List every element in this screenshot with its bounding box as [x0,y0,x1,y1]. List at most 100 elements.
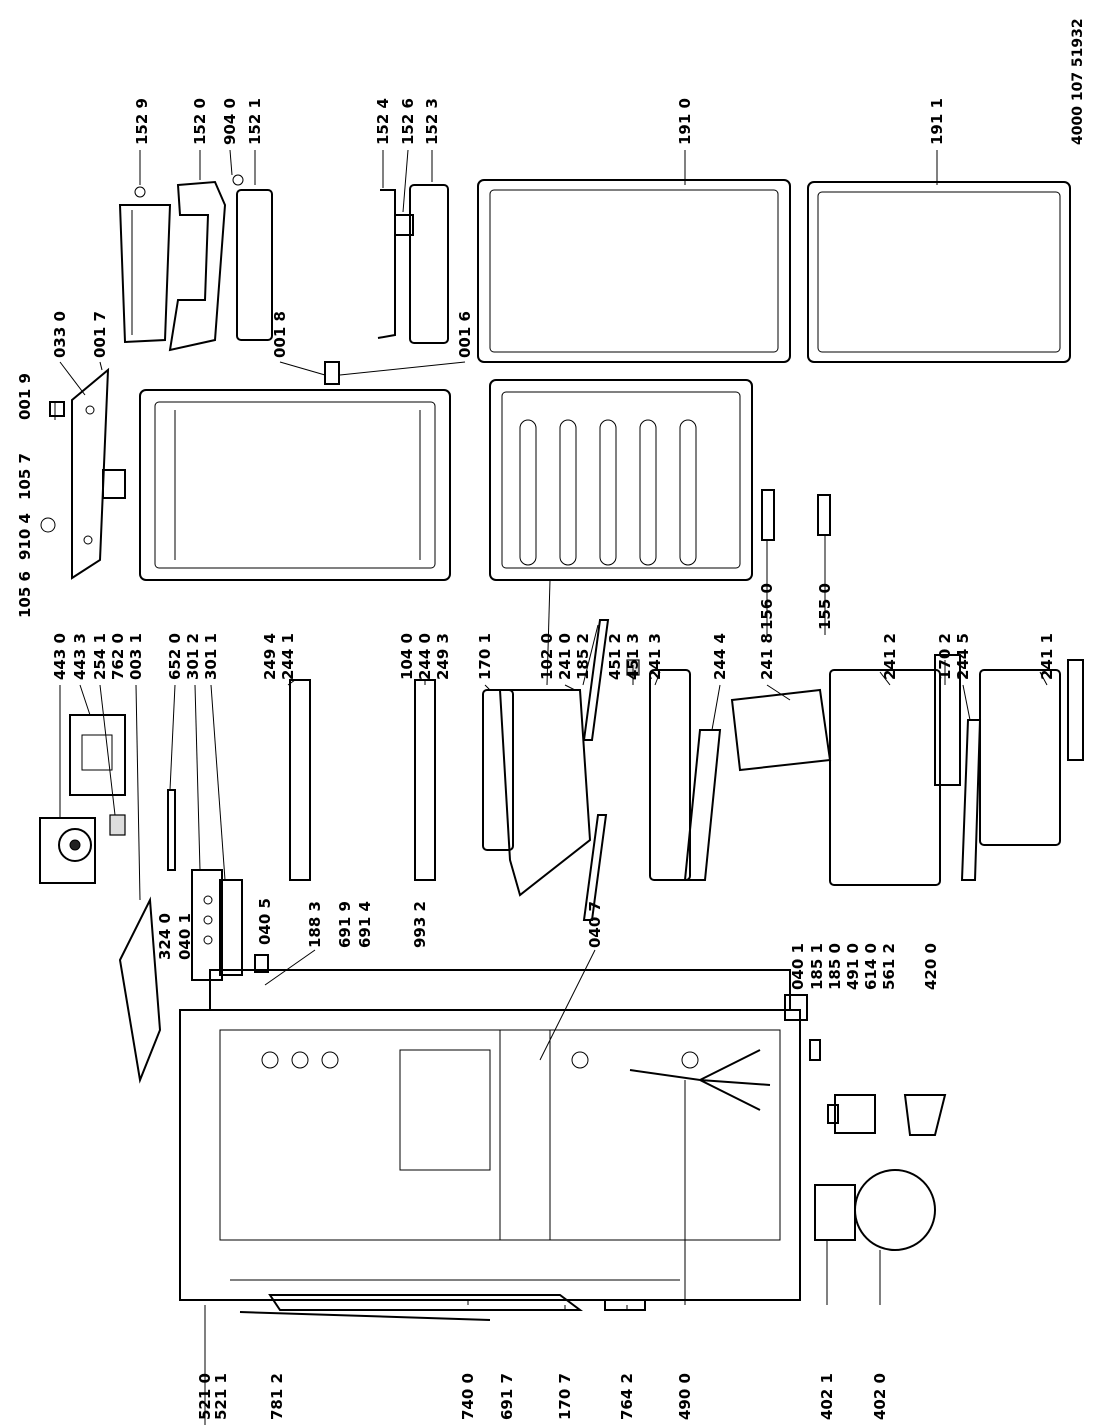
part-freezer-drawer-lower [979,669,1061,846]
part-glass-shelf-lower [414,679,436,881]
label-561-2: 561 2 [880,943,898,990]
label-691-9: 691 9 [336,901,354,948]
label-301-1: 301 1 [202,633,220,680]
label-301-2: 301 2 [184,633,202,680]
part-crisper-drawer-upper [482,689,592,897]
part-wire-rack [377,189,396,339]
part-door-hinge-upper [324,361,340,385]
part-compressor [854,1169,936,1251]
label-001-8: 001 8 [271,311,289,358]
leader-lines [54,149,1048,1425]
label-033-0: 033 0 [51,311,69,358]
part-drawer-rail-lower [582,814,608,921]
part-hinge-pin-lower [827,1104,839,1124]
label-443-0: 443 0 [51,633,69,680]
label-402-0: 402 0 [871,1373,889,1420]
label-170-7: 170 7 [556,1373,574,1420]
part-door-stop-lower [817,494,831,536]
label-040-7: 040 7 [586,901,604,948]
label-244-5: 244 5 [954,633,972,680]
label-170-2: 170 2 [936,633,954,680]
part-door-gasket-upper [477,179,791,363]
label-152-1: 152 1 [246,98,264,145]
label-105-7: 105 7 [16,453,34,500]
label-781-2: 781 2 [268,1373,286,1420]
label-040-1-upper: 040 1 [176,913,194,960]
part-evaporator-pan [903,1094,947,1136]
label-249-3: 249 3 [434,633,452,680]
label-910-4: 910 4 [16,513,34,560]
label-762-0: 762 0 [109,633,127,680]
label-152-3: 152 3 [423,98,441,145]
label-324-0: 324 0 [156,913,174,960]
label-241-8: 241 8 [758,633,776,680]
part-back-cover-plate [118,896,162,1084]
label-152-6: 152 6 [399,98,417,145]
part-door-gasket-lower [807,181,1071,363]
label-491-0: 491 0 [844,943,862,990]
part-drawer-cover-lower [960,719,982,881]
part-hinge-bracket [40,367,126,580]
label-241-3: 241 3 [646,633,664,680]
part-compressor-relay [814,1184,856,1241]
label-185-1: 185 1 [808,943,826,990]
part-light-strip [167,789,176,871]
label-003-1: 003 1 [127,633,145,680]
part-top-cover [118,186,172,344]
label-191-0: 191 0 [676,98,694,145]
label-244-1: 244 1 [279,633,297,680]
label-691-7: 691 7 [498,1373,516,1420]
label-691-4: 691 4 [356,901,374,948]
label-249-4: 249 4 [261,633,279,680]
label-614-0: 614 0 [862,943,880,990]
label-490-0: 490 0 [676,1373,694,1420]
part-door-bin [409,184,449,344]
part-condenser [268,1294,583,1311]
part-labels: 152 9 152 0 904 0 152 1 152 4 152 6 152 … [16,98,1056,1420]
part-drawer-divider [730,688,832,772]
part-fridge-door-liner [139,389,451,581]
part-start-capacitor [834,1094,876,1134]
label-254-1: 254 1 [91,633,109,680]
part-glass-shelf-upper [289,679,311,881]
label-170-1: 170 1 [476,633,494,680]
part-air-filter [109,814,126,836]
part-small-clip [394,214,414,236]
label-191-1: 191 1 [928,98,946,145]
label-040-1-lower: 040 1 [789,943,807,990]
part-thermostat-knob [254,954,269,973]
part-drawer-handle-lower [1067,659,1084,761]
part-hinge-pin [809,1039,821,1061]
label-764-2: 764 2 [618,1373,636,1420]
part-filter-drier [604,1299,646,1311]
label-040-5: 040 5 [256,898,274,945]
part-drawer-rail-upper [582,619,610,741]
label-104-0: 104 0 [398,633,416,680]
part-fan-cover [69,714,126,796]
part-freezer-door-liner [489,379,753,581]
label-740-0: 740 0 [459,1373,477,1420]
label-001-6: 001 6 [456,311,474,358]
label-443-3: 443 3 [71,633,89,680]
part-lower-hinge [784,994,808,1021]
label-185-0: 185 0 [826,943,844,990]
label-105-6: 105 6 [16,571,34,618]
label-001-9: 001 9 [16,373,34,420]
part-door-stop-upper [761,489,775,541]
label-188-3: 188 3 [306,901,324,948]
document-reference-number: 4000 107 51932 [1070,18,1086,145]
label-152-0: 152 0 [191,98,209,145]
label-451-3: 451 3 [624,633,642,680]
label-244-0: 244 0 [416,633,434,680]
label-241-1: 241 1 [1038,633,1056,680]
label-420-0: 420 0 [922,943,940,990]
part-drawer-middle [649,669,691,881]
label-152-9: 152 9 [133,98,151,145]
label-402-1: 402 1 [818,1373,836,1420]
label-152-4: 152 4 [374,98,392,145]
label-521-1: 521 1 [212,1373,230,1420]
label-001-7: 001 7 [91,311,109,358]
part-cabinet [179,969,801,1301]
part-door-bin-upper [232,174,273,341]
part-handle-frame [168,180,227,352]
